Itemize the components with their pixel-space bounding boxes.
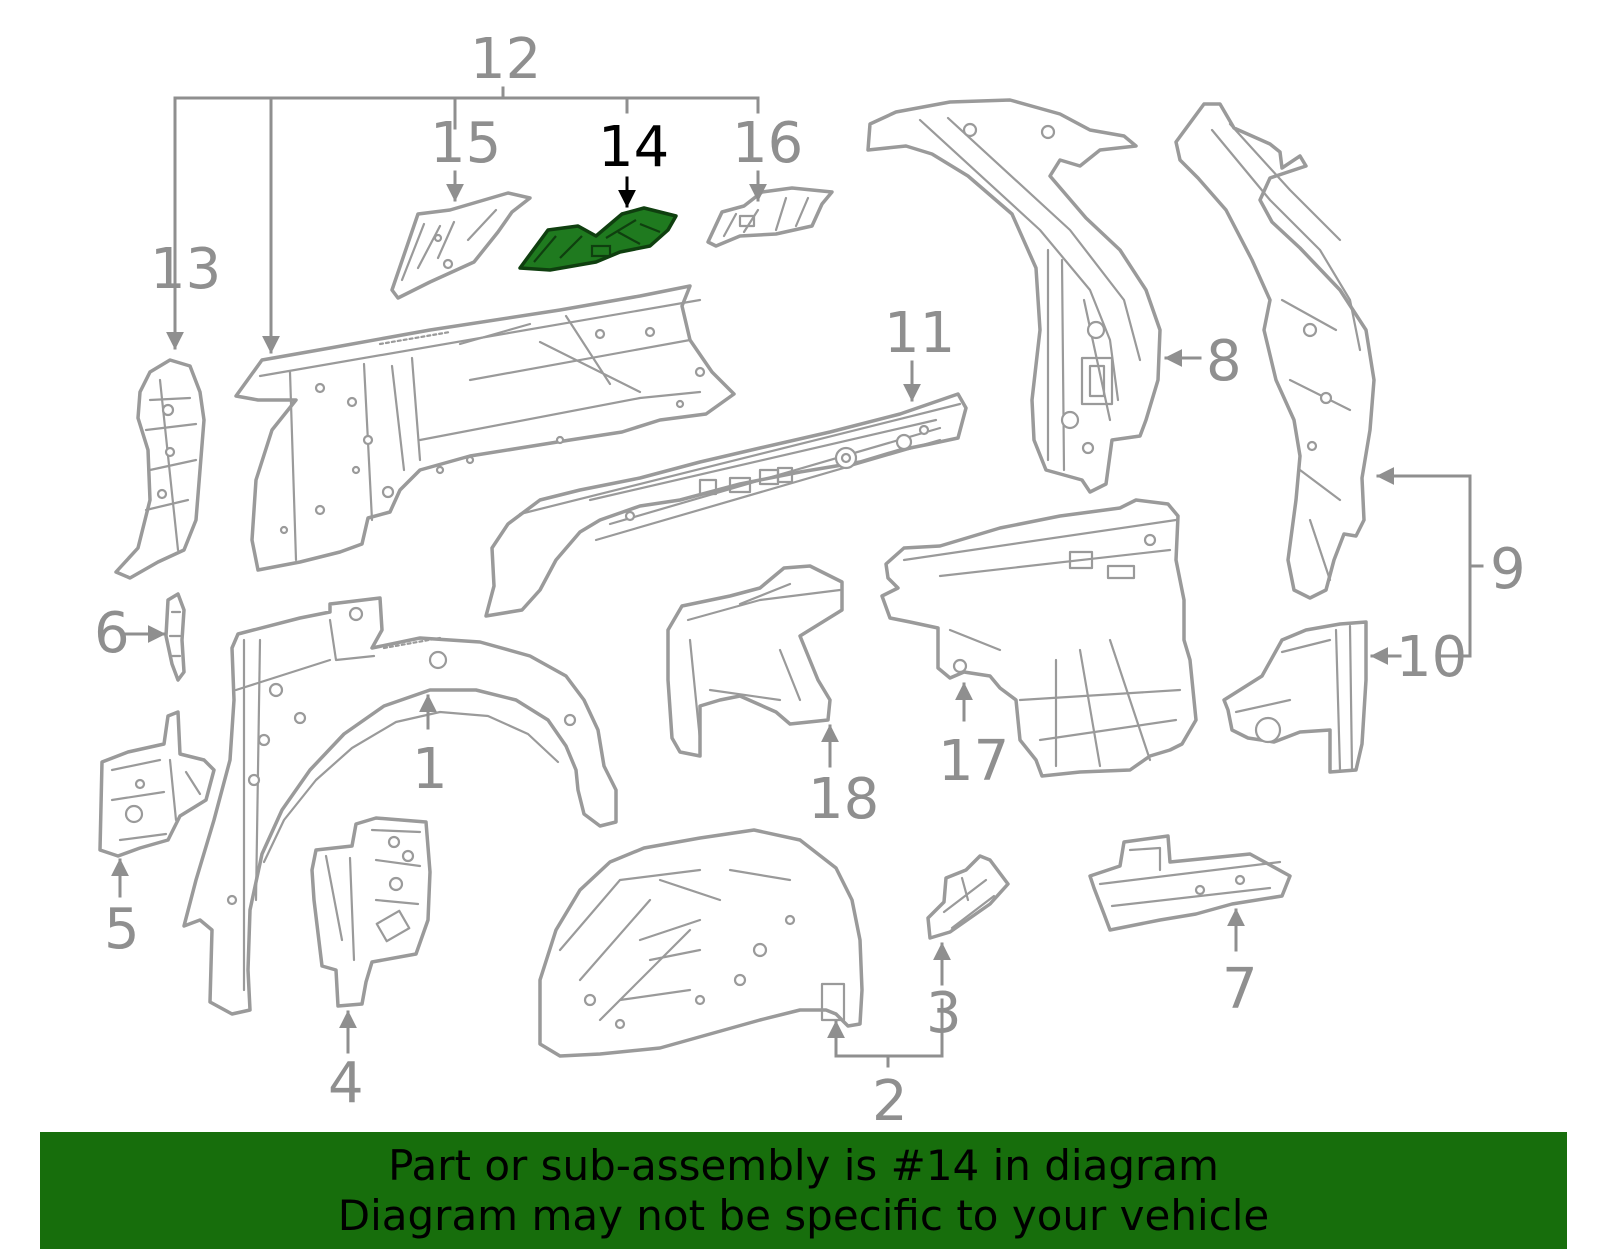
part-5[interactable]: 5 [98, 710, 216, 962]
callout-label-11: 11 [884, 301, 955, 366]
callout-label-17: 17 [938, 729, 1009, 794]
part-8[interactable]: 8 [866, 98, 1242, 494]
callout-label-8: 8 [1206, 329, 1242, 394]
part-15[interactable]: 15 [390, 111, 532, 300]
banner-line-2: Diagram may not be specific to your vehi… [337, 1190, 1270, 1240]
callout-label-14: 14 [598, 115, 669, 180]
callout-label-13: 13 [150, 237, 221, 302]
callout-label-5: 5 [104, 897, 140, 962]
callout-label-1: 1 [412, 737, 448, 802]
part-10[interactable]: 10 [1222, 620, 1467, 774]
banner-line-1: Part or sub-assembly is #14 in diagram [388, 1140, 1219, 1190]
part-12[interactable] [234, 284, 736, 572]
callout-label-7: 7 [1222, 957, 1258, 1022]
callout-label-10: 10 [1396, 625, 1467, 690]
part-4[interactable]: 4 [310, 816, 432, 1116]
part-7[interactable]: 7 [1088, 834, 1292, 1022]
callout-label-12: 12 [470, 27, 541, 92]
callout-label-3: 3 [926, 981, 962, 1046]
callout-label-4: 4 [328, 1051, 364, 1116]
part-11[interactable]: 11 [484, 301, 968, 618]
part-6[interactable]: 6 [94, 592, 186, 682]
part-13[interactable]: 13 [114, 237, 221, 580]
notice-banner: Part or sub-assembly is #14 in diagram D… [40, 1132, 1567, 1249]
part-16[interactable]: 16 [706, 111, 834, 248]
callout-label-9: 9 [1490, 537, 1526, 602]
callout-label-2: 2 [872, 1069, 908, 1134]
part-1[interactable]: 1 [182, 596, 618, 1016]
part-17[interactable]: 17 [880, 498, 1198, 794]
callout-label-16: 16 [732, 111, 803, 176]
part-9[interactable]: 9 [1174, 102, 1526, 658]
part-14[interactable]: 14 [518, 115, 678, 272]
callout-label-18: 18 [808, 767, 879, 832]
part-3[interactable]: 3 [926, 854, 1010, 1058]
part-2[interactable]: 2 [538, 828, 944, 1134]
banner-background [40, 1132, 1567, 1249]
callout-group-12: 12 [166, 27, 760, 354]
part-18[interactable]: 18 [666, 564, 879, 832]
callout-label-15: 15 [430, 111, 501, 176]
